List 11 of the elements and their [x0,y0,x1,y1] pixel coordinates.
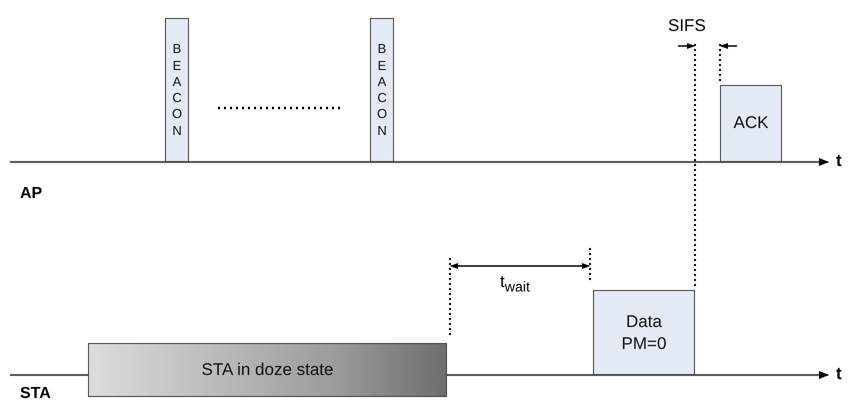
ack-frame: ACK [720,85,782,162]
axis-label: t [836,364,842,384]
interval-label: SIFS [668,16,706,36]
beacon-frame: B E A C O N [165,18,189,162]
axis-label: t [836,151,842,171]
doze-state-bar: STA in doze state [88,343,447,397]
station-label: AP [20,185,42,203]
station-label: STA [20,385,51,403]
data-frame: Data PM=0 [593,290,695,375]
interval-label: t$_{wait}$ [500,272,530,296]
beacon-frame: B E A C O N [370,18,394,162]
